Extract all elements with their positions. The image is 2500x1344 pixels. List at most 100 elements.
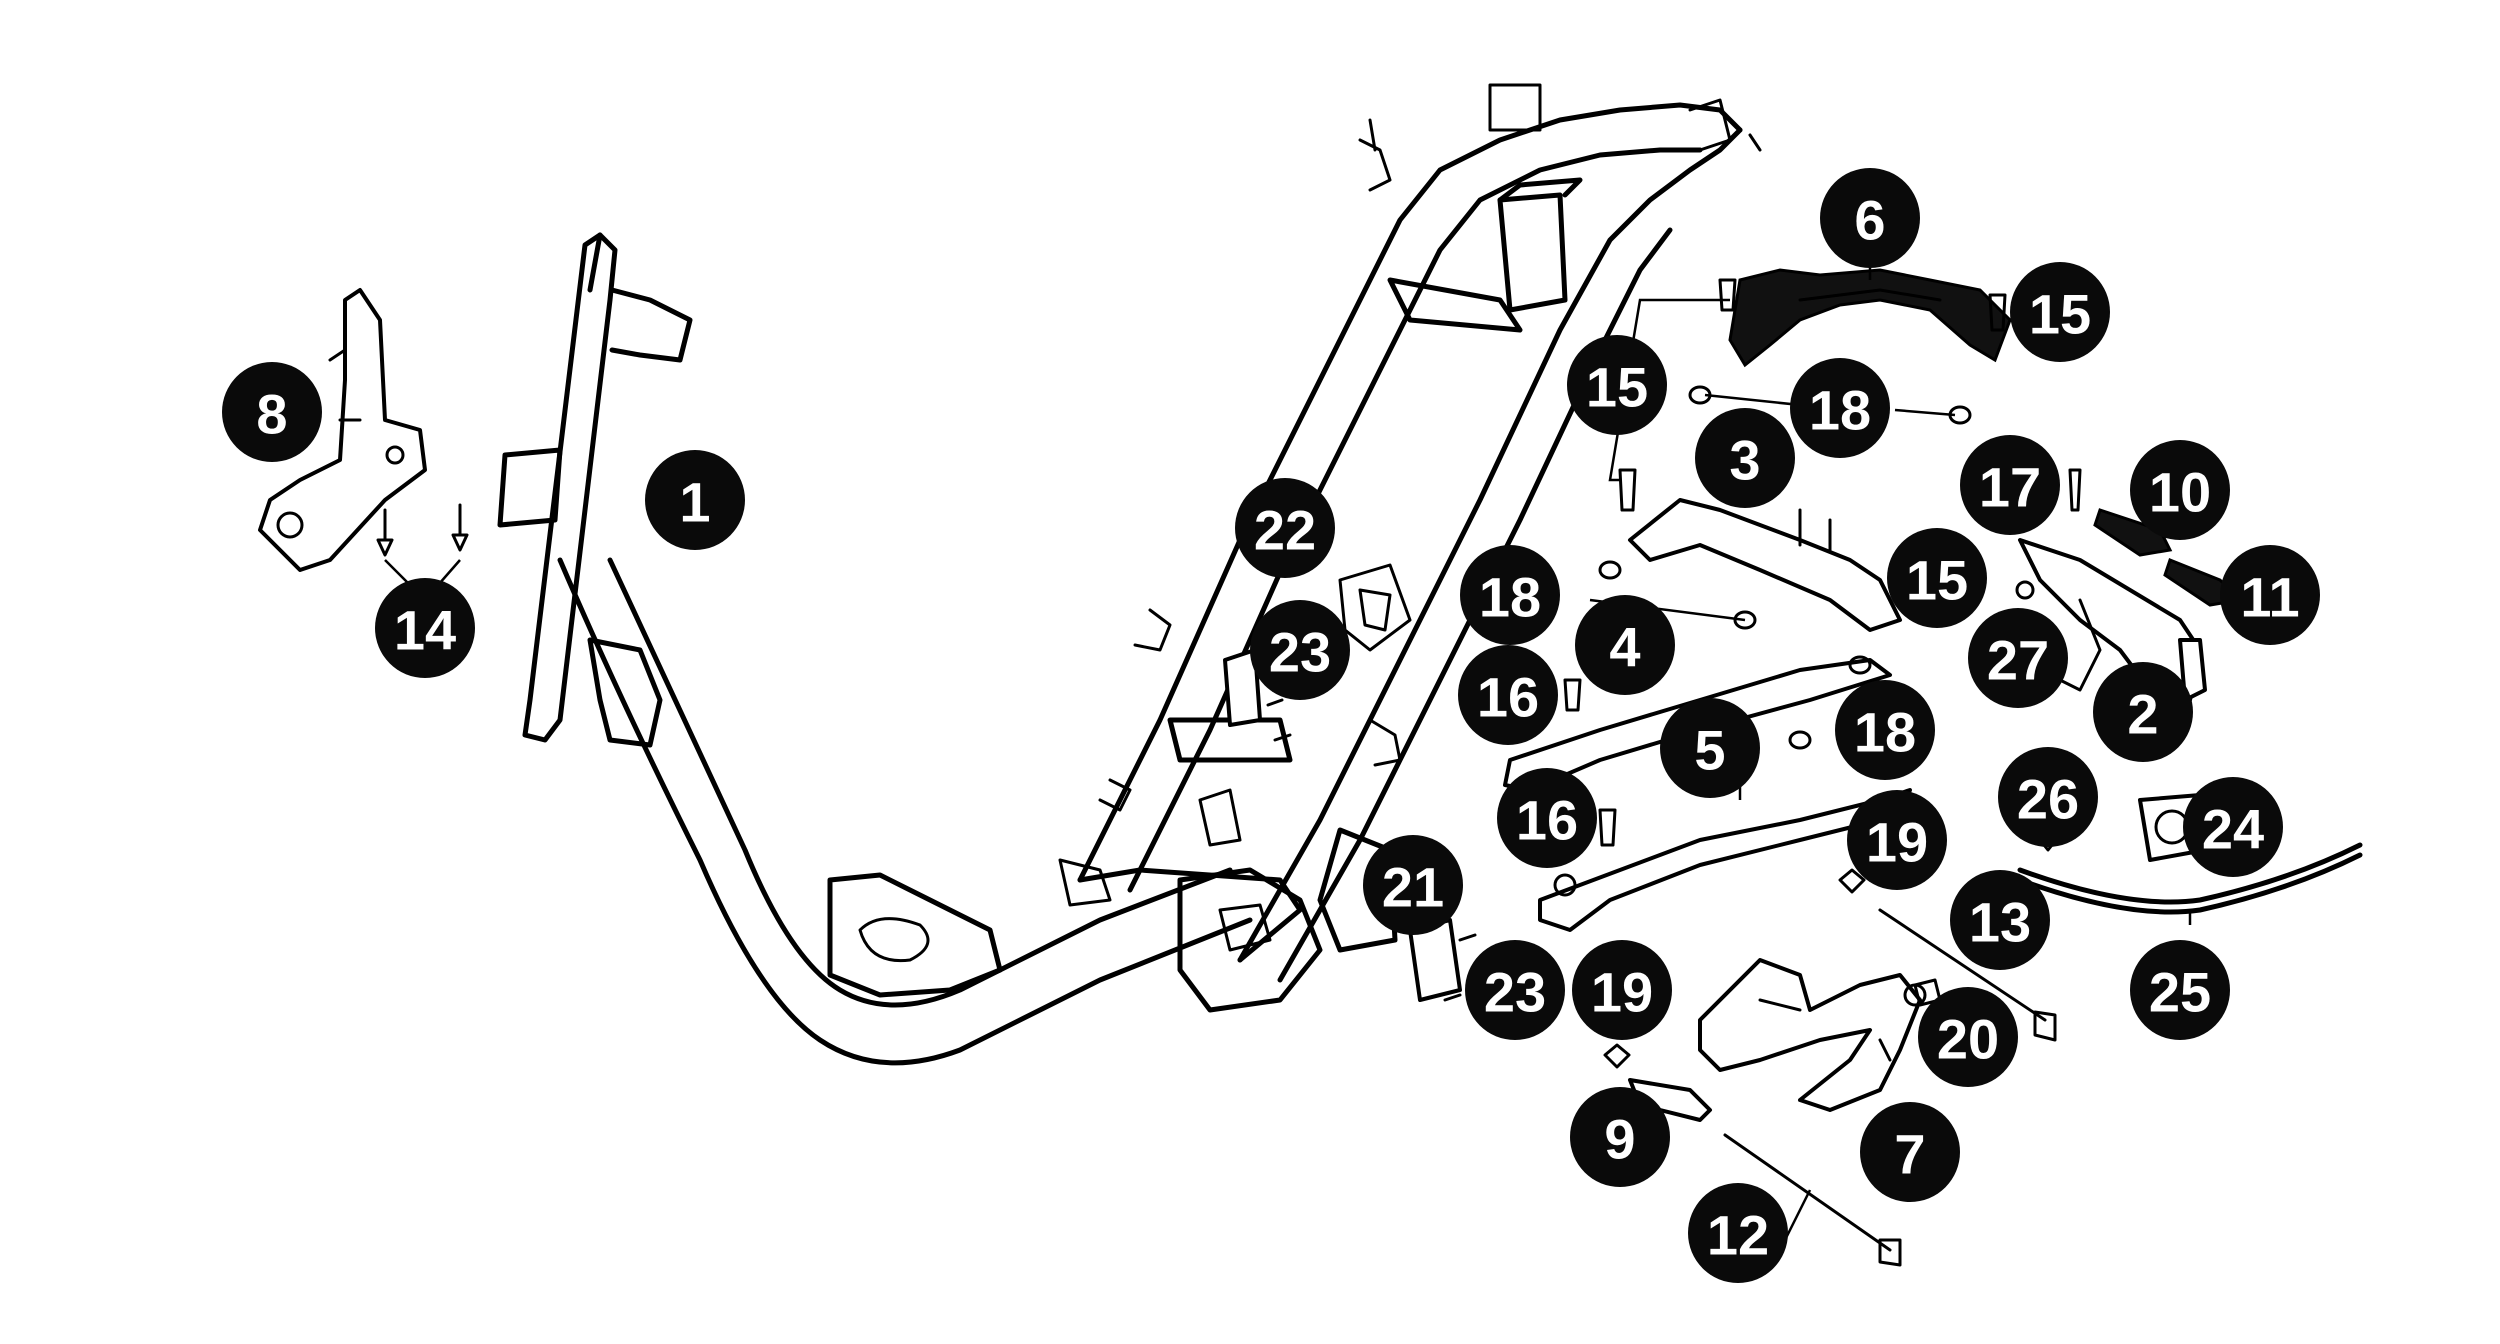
callout-circle [1820,168,1920,268]
callout-number: 15 [1906,549,1968,612]
callout-circle [1960,435,2060,535]
callout-circle [1968,608,2068,708]
callout-circle [1790,358,1890,458]
callout-9: 9 [1570,1087,1670,1187]
callout-6: 6 [1820,168,1920,268]
callout-number: 4 [1609,616,1640,679]
callout-number: 23 [1269,621,1331,684]
bolt-17 [2068,468,2082,512]
callout-circle [1918,987,2018,1087]
callout-19b: 19 [1572,940,1672,1040]
callout-number: 3 [1729,429,1760,492]
callout-18b: 18 [1460,545,1560,645]
callout-number: 15 [1586,356,1648,419]
callout-circle [1497,768,1597,868]
callout-number: 16 [1516,789,1578,852]
callout-circle [1835,680,1935,780]
callout-4: 4 [1575,595,1675,695]
callout-circle [1363,835,1463,935]
callout-14: 14 [375,578,475,678]
callout-circle [1950,870,2050,970]
callout-number: 20 [1937,1008,1999,1071]
callout-circle [1688,1183,1788,1283]
callout-20: 20 [1918,987,2018,1087]
callout-number: 11 [2240,566,2299,629]
callout-25: 25 [2130,940,2230,1040]
callout-circle [2010,262,2110,362]
callout-circle [1465,940,1565,1040]
main-frame [497,83,1762,1066]
callout-circle [1695,408,1795,508]
callout-circle [1860,1102,1960,1202]
callout-17: 17 [1960,435,2060,535]
rivets-23 [1266,698,1477,1002]
callout-27: 27 [1968,608,2068,708]
fasteners [1563,278,2035,1069]
callout-number: 23 [1484,961,1546,1024]
callout-16a: 16 [1458,645,1558,745]
callout-10: 10 [2130,440,2230,540]
callout-circle [1998,747,2098,847]
callout-13: 13 [1950,870,2050,970]
callout-circle [1570,1087,1670,1187]
callout-number: 2 [2127,683,2158,746]
callout-12: 12 [1688,1183,1788,1283]
callout-15b: 15 [2010,262,2110,362]
callout-11: 11 [2220,545,2320,645]
bolt-pair [376,503,469,602]
callout-number: 5 [1694,719,1725,782]
callout-circle [1660,698,1760,798]
callout-circle [1847,790,1947,890]
callout-circle [1887,528,1987,628]
callout-circle [1235,478,1335,578]
callout-2: 2 [2093,662,2193,762]
callout-23a: 23 [1250,600,1350,700]
rear-carrier-bracket [2018,538,2207,702]
callout-15c: 15 [1887,528,1987,628]
callout-number: 8 [256,383,287,446]
callout-8: 8 [222,362,322,462]
callout-18c: 18 [1835,680,1935,780]
callout-number: 10 [2149,461,2211,524]
long-bolt-12 [1723,1133,1902,1267]
callout-number: 15 [2029,283,2091,346]
callout-26: 26 [1998,747,2098,847]
callout-circle [2220,545,2320,645]
plate-22 [1223,648,1262,727]
callout-circle [1567,335,1667,435]
callout-number: 14 [394,599,456,662]
callout-22: 22 [1235,478,1335,578]
rear-bracket [1628,498,1902,632]
callout-number: 24 [2202,798,2264,861]
callout-circle [1572,940,1672,1040]
callout-number: 25 [2149,961,2211,1024]
callout-circle [1575,595,1675,695]
callout-number: 13 [1969,891,2031,954]
callout-number: 18 [1809,379,1871,442]
callout-number: 22 [1254,499,1316,562]
callout-number: 16 [1477,666,1539,729]
callout-circle [2130,940,2230,1040]
callout-24: 24 [2183,777,2283,877]
callout-number: 6 [1854,189,1885,252]
callout-number: 9 [1604,1108,1635,1171]
callout-circle [2093,662,2193,762]
callout-circle [1458,645,1558,745]
callout-19a: 19 [1847,790,1947,890]
long-bolt-13 [1878,908,2057,1042]
callout-5: 5 [1660,698,1760,798]
callout-circle [1460,545,1560,645]
callout-number: 12 [1707,1204,1769,1267]
callout-number: 7 [1894,1123,1925,1186]
callout-3: 3 [1695,408,1795,508]
callout-circle [2183,777,2283,877]
callout-circle [375,578,475,678]
callout-16b: 16 [1497,768,1597,868]
callout-23b: 23 [1465,940,1565,1040]
callout-21: 21 [1363,835,1463,935]
callout-circle [222,362,322,462]
trim-strip [2017,842,2363,925]
callout-number: 26 [2017,768,2079,831]
callout-number: 19 [1591,961,1653,1024]
callout-number: 21 [1382,856,1444,919]
